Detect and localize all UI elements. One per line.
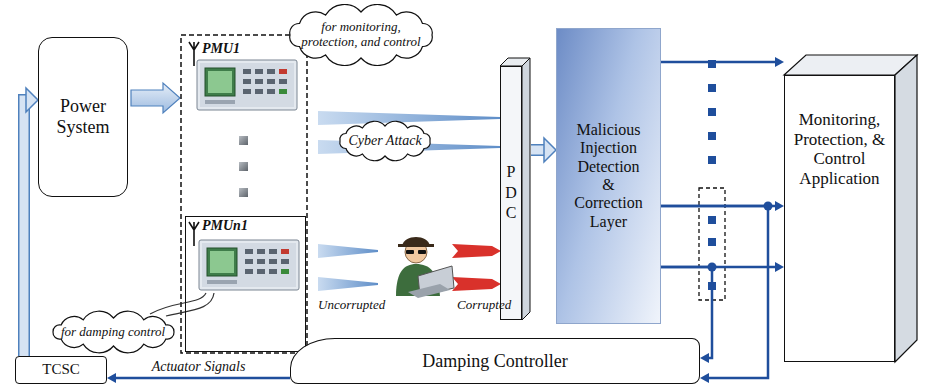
block-box: TCSC bbox=[15, 356, 107, 384]
connector bbox=[531, 138, 556, 162]
pmu-device: PMUn1 bbox=[185, 216, 306, 352]
node-text: TCSC bbox=[42, 361, 80, 378]
stream-label: Uncorrupted bbox=[318, 297, 385, 313]
arrow-head bbox=[700, 373, 709, 383]
connector-outline bbox=[531, 144, 544, 156]
connector-fill bbox=[24, 100, 26, 356]
connector-outline bbox=[24, 100, 26, 356]
node-text: for monitoring, protection, and control bbox=[296, 20, 426, 50]
pmu-device: PMU1 bbox=[186, 40, 304, 112]
connector-line bbox=[661, 61, 775, 64]
junction-dot bbox=[708, 263, 717, 272]
node-text: PMUn1 bbox=[202, 218, 248, 234]
node-text: for damping control bbox=[61, 325, 165, 340]
callout-cloud: for monitoring, protection, and control bbox=[281, 4, 441, 66]
block-box: Malicious Injection Detection & Correcti… bbox=[556, 28, 661, 324]
callout-cloud: for damping control bbox=[44, 310, 183, 354]
node-text: Malicious Injection Detection & Correcti… bbox=[570, 121, 648, 231]
node-text: Monitoring, Protection, & Control Applic… bbox=[794, 110, 886, 188]
connector bbox=[661, 57, 784, 67]
arrow-head bbox=[700, 353, 709, 363]
node-text: Power System bbox=[45, 96, 121, 137]
arrow-head bbox=[544, 138, 556, 162]
block-box: Damping Controller bbox=[290, 338, 700, 384]
block-box: Power System bbox=[38, 37, 128, 197]
connector bbox=[24, 88, 38, 356]
connector-line bbox=[116, 377, 290, 380]
block-box: PDC bbox=[500, 66, 522, 320]
arrow-head bbox=[26, 88, 38, 112]
edge-label: Actuator Signals bbox=[150, 359, 248, 375]
arrow-head bbox=[775, 57, 784, 67]
block-box: Monitoring, Protection, & Control Applic… bbox=[784, 75, 895, 362]
arrow-head bbox=[775, 262, 784, 272]
node-text: PDC bbox=[503, 162, 519, 224]
connector-fill bbox=[531, 146, 544, 155]
arrow-head bbox=[775, 201, 784, 211]
callout-cloud: Cyber Attack bbox=[331, 118, 439, 164]
node-text: Damping Controller bbox=[422, 351, 567, 372]
node-text: PMU1 bbox=[202, 41, 240, 57]
stream-label: Corrupted bbox=[457, 297, 511, 313]
junction-dot bbox=[764, 202, 773, 211]
node-text: Cyber Attack bbox=[348, 133, 421, 149]
arrow-head bbox=[107, 373, 116, 383]
